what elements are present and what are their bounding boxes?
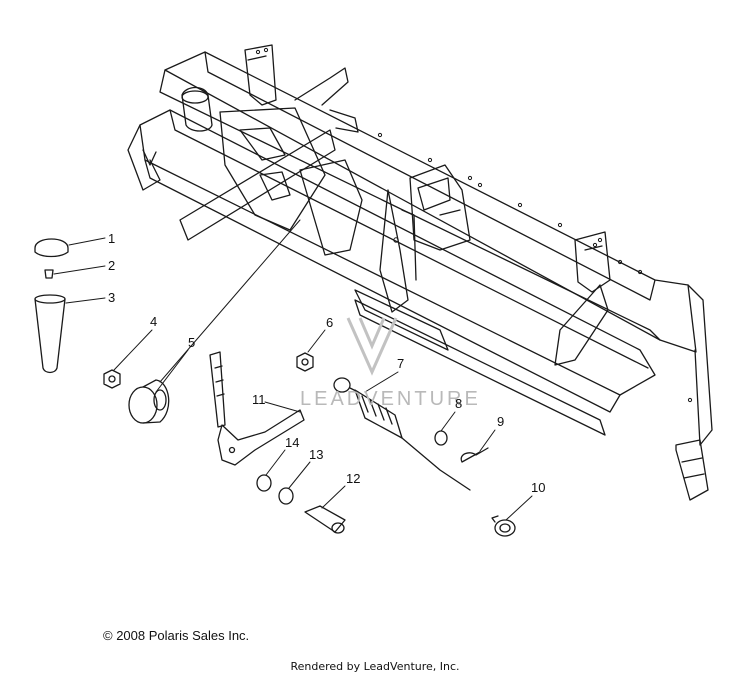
callout-6: 6: [326, 315, 333, 330]
callout-numbers: 1 2 3 4 5 6 7 8 9 10 11 12 13 14: [108, 231, 545, 495]
callout-13: 13: [309, 447, 323, 462]
callout-14: 14: [285, 435, 299, 450]
callout-1: 1: [108, 231, 115, 246]
callout-9: 9: [497, 414, 504, 429]
part-8-washer: [434, 430, 448, 446]
part-7-shock: [333, 377, 471, 491]
part-1-cap: [34, 238, 69, 258]
callout-4: 4: [150, 314, 157, 329]
part-13-washer: [278, 487, 294, 505]
part-4-nut: [103, 369, 121, 389]
part-5-bumper: [128, 379, 170, 424]
part-9-clip: [460, 447, 489, 463]
part-12-bolt: [304, 505, 346, 534]
callout-10: 10: [531, 480, 545, 495]
callout-11: 11: [252, 392, 266, 407]
frame-holes: [255, 47, 693, 403]
callout-5: 5: [188, 335, 195, 350]
callout-12: 12: [346, 471, 360, 486]
watermark-text: LEADVENTURE: [300, 388, 481, 410]
callout-3: 3: [108, 290, 115, 305]
copyright-notice: © 2008 Polaris Sales Inc.: [103, 628, 250, 643]
part-3-knob: [34, 294, 66, 374]
leader-lines: [53, 219, 533, 521]
part-2-screw: [44, 269, 54, 279]
part-10-clamp: [491, 515, 516, 537]
callout-7: 7: [397, 356, 404, 371]
callout-8: 8: [455, 396, 462, 411]
part-6-nut: [296, 352, 314, 372]
rendered-by-credit: Rendered by LeadVenture, Inc.: [290, 660, 460, 673]
frame-assembly: [127, 44, 713, 501]
part-11-lever: [209, 351, 305, 466]
watermark-logo: [346, 317, 398, 376]
part-14-washer: [256, 474, 272, 492]
callout-2: 2: [108, 258, 115, 273]
